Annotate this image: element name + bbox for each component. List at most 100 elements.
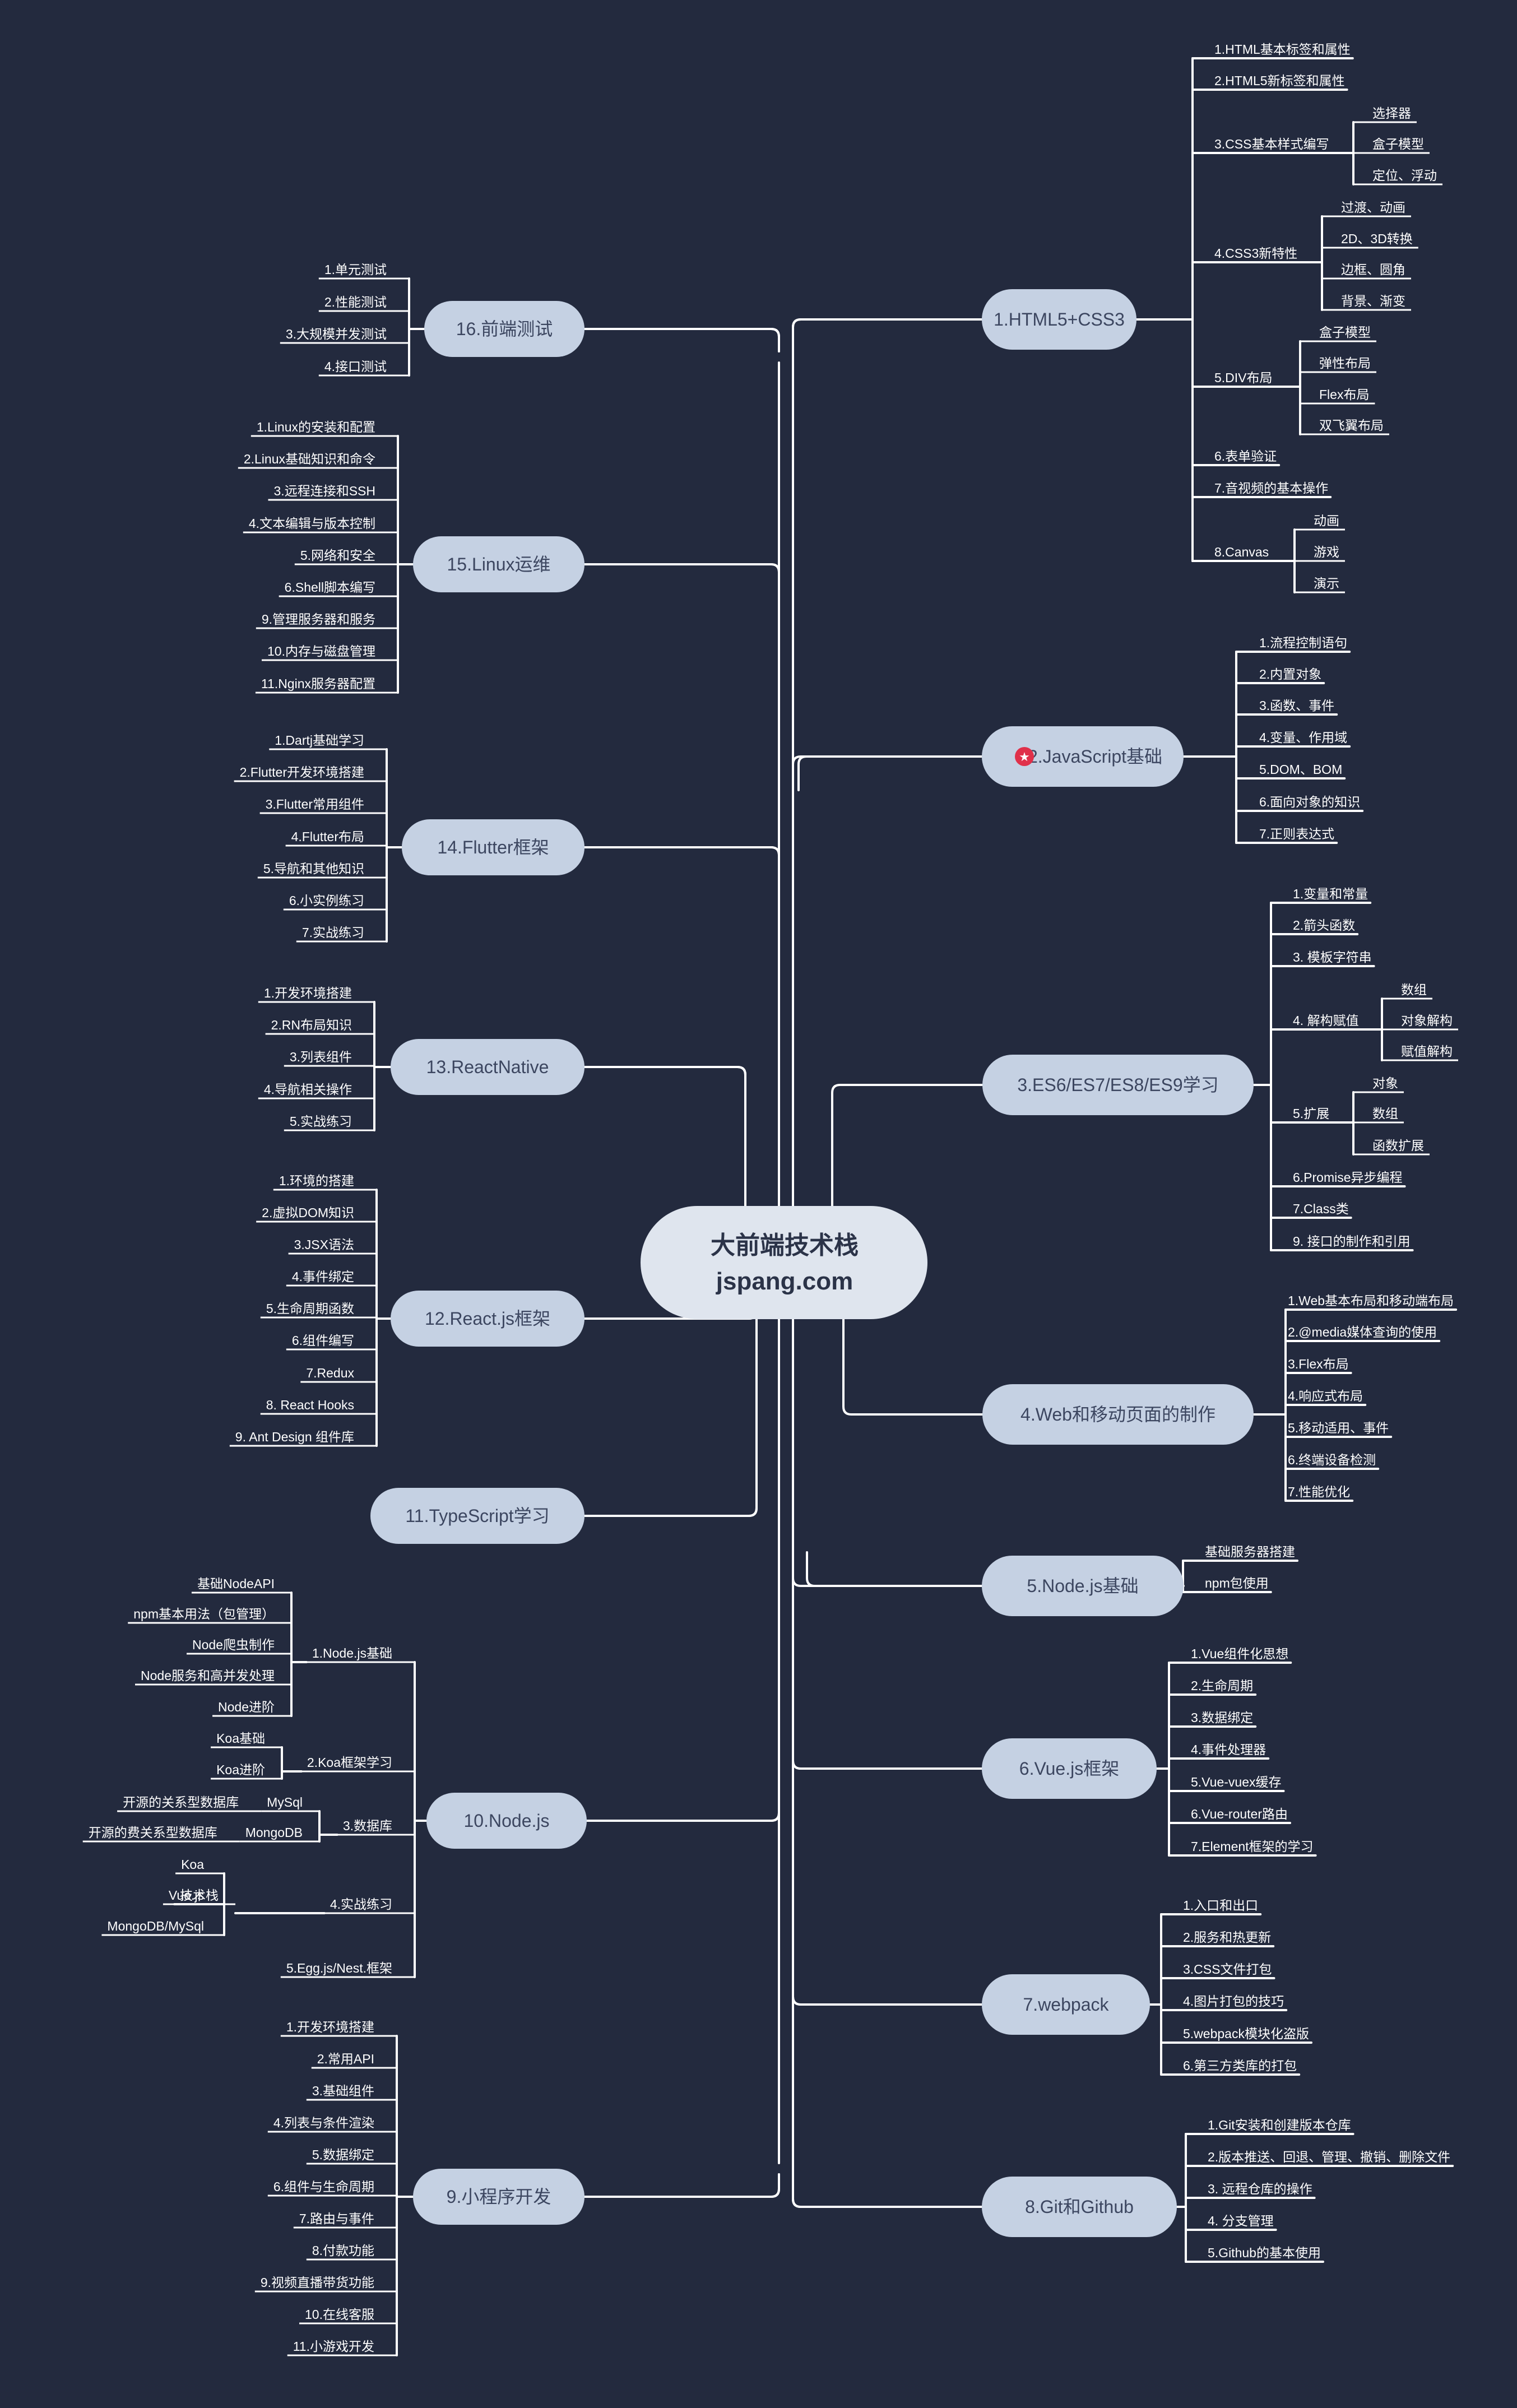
branch-web-label: 4.Web和移动页面的制作 [1020, 1404, 1216, 1425]
leaf-node: 4.导航相关操作 [264, 1082, 352, 1097]
branch-ts-pill [370, 1488, 584, 1544]
leaf-node: 5.数据绑定 [312, 2147, 374, 2162]
branch-nodebasic[interactable]: 5.Node.js基础 [982, 1556, 1184, 1616]
leaf-node: Node服务和高并发处理 [141, 1668, 275, 1683]
branch-test[interactable]: 16.前端测试 [424, 301, 584, 357]
branch-mini[interactable]: 9.小程序开发 [413, 2169, 584, 2225]
connector-line [583, 846, 780, 871]
branch-js[interactable]: 2.JavaScript基础★ [982, 726, 1184, 787]
star-badge-icon: ★ [1015, 747, 1034, 766]
branch-git[interactable]: 8.Git和Github [982, 2177, 1177, 2237]
leaf-node: 1.Git安装和创建版本仓库 [1208, 2118, 1351, 2132]
leaf-node: 1.单元测试 [324, 262, 387, 277]
branch-flutter[interactable]: 14.Flutter框架 [402, 819, 584, 875]
leaf-node: Node进阶 [218, 1700, 275, 1714]
root-pill [641, 1206, 927, 1319]
leaf-node: 4.图片打包的技巧 [1183, 1994, 1284, 2008]
leaf-node: 9.视频直播带货功能 [261, 2275, 374, 2290]
branch-web-pill [982, 1384, 1254, 1445]
leaf-node: Node爬虫制作 [192, 1637, 275, 1652]
branch-web[interactable]: 4.Web和移动页面的制作 [982, 1384, 1254, 1445]
connector-line [583, 2188, 780, 2198]
leaf-node: 4.Flutter布局 [291, 829, 364, 844]
leaf-node: MySql [267, 1795, 303, 1810]
leaf-node: 11.小游戏开发 [293, 2339, 374, 2354]
leaf-node: 2.服务和热更新 [1183, 1930, 1271, 1945]
leaf-node: 8. React Hooks [266, 1398, 354, 1412]
leaf-node: MongoDB [245, 1825, 303, 1840]
leaf-node: 2.内置对象 [1259, 667, 1321, 681]
leaf-node: 6.表单验证 [1214, 449, 1277, 463]
branch-es6[interactable]: 3.ES6/ES7/ES8/ES9学习 [982, 1055, 1254, 1115]
branch-js-label: 2.JavaScript基础 [1028, 746, 1162, 767]
connector-line [583, 1066, 746, 1076]
connector-line [792, 1970, 983, 2006]
leaf-node: 3.基础组件 [312, 2084, 374, 2098]
leaf-node: 5.扩展 [1293, 1106, 1329, 1121]
connector-line [792, 1970, 983, 2006]
leaf-node: 5.Egg.js/Nest.框架 [286, 1961, 392, 1975]
leaf-node: 3.Flutter常用组件 [266, 797, 364, 811]
leaf-node: 2.虚拟DOM知识 [262, 1205, 354, 1220]
leaf-node: 3.JSX语法 [294, 1237, 354, 1252]
connector-line [586, 1812, 780, 1822]
leaf-node: 3. 远程仓库的操作 [1208, 2182, 1312, 2196]
leaf-node: 演示 [1314, 576, 1339, 591]
leaf-node: Flex布局 [1319, 387, 1369, 402]
leaf-node: 5.Github的基本使用 [1208, 2245, 1321, 2260]
leaf-node: 盒子模型 [1319, 325, 1371, 340]
branch-js-pill [982, 726, 1184, 787]
leaf-node: 6.第三方类库的打包 [1183, 2058, 1297, 2073]
branch-vue-label: 6.Vue.js框架 [1019, 1759, 1119, 1779]
branch-mini-label: 9.小程序开发 [447, 2187, 551, 2207]
branch-es6-label: 3.ES6/ES7/ES8/ES9学习 [1017, 1075, 1218, 1095]
leaf-node: 10.在线客服 [305, 2307, 374, 2322]
leaf-node: 2.性能测试 [324, 295, 387, 309]
branch-webpack[interactable]: 7.webpack [982, 1974, 1150, 2035]
branch-ts[interactable]: 11.TypeScript学习 [370, 1488, 584, 1544]
leaf-node: Koa进阶 [216, 1762, 265, 1777]
connector-line [842, 1317, 984, 1416]
branch-nodebasic-label: 5.Node.js基础 [1027, 1576, 1138, 1596]
connector-line [792, 755, 983, 791]
branch-linux[interactable]: 15.Linux运维 [413, 536, 584, 592]
leaf-node: 9.管理服务器和服务 [262, 612, 375, 627]
branch-git-pill [982, 2177, 1177, 2237]
leaf-node: 动画 [1314, 513, 1339, 528]
leaf-node: 1.Web基本布局和移动端布局 [1288, 1293, 1454, 1308]
root-node[interactable]: 大前端技术栈 jspang.com [641, 1206, 927, 1319]
leaf-node: 7.正则表达式 [1259, 827, 1334, 841]
branch-react[interactable]: 12.React.js框架 [391, 1291, 584, 1347]
leaf-node: 基础NodeAPI [197, 1576, 275, 1591]
connector-line [583, 563, 780, 573]
branch-vue[interactable]: 6.Vue.js框架 [982, 1738, 1157, 1799]
leaf-node: npm基本用法（包管理） [133, 1607, 275, 1621]
connector-line [586, 1797, 780, 1822]
leaf-node: 2.Koa框架学习 [307, 1755, 392, 1770]
branch-html[interactable]: 1.HTML5+CSS3 [982, 289, 1136, 350]
branch-node[interactable]: 10.Node.js [426, 1793, 587, 1849]
leaf-node: 4.实战练习 [330, 1897, 392, 1911]
branch-git-label: 8.Git和Github [1025, 2197, 1134, 2217]
leaf-node: 5.网络和安全 [300, 548, 375, 563]
leaf-node: 开源的关系型数据库 [123, 1795, 239, 1810]
svg-text:★: ★ [1019, 750, 1030, 764]
leaf-node: 2.箭头函数 [1293, 918, 1355, 932]
leaf-node: 1.Linux的安装和配置 [257, 420, 375, 434]
leaf-node: 7.性能优化 [1288, 1484, 1350, 1499]
leaf-node: 4.接口测试 [324, 359, 387, 374]
branch-linux-pill [413, 536, 584, 592]
leaf-node: 9. 接口的制作和引用 [1293, 1234, 1411, 1249]
leaf-node: 2.常用API [317, 2052, 374, 2066]
leaf-node: 4.变量、作用域 [1259, 730, 1347, 745]
leaf-node: 开源的费关系型数据库 [89, 1825, 217, 1840]
branch-test-label: 16.前端测试 [456, 319, 553, 339]
connector-line [792, 1734, 983, 1770]
branch-html-pill [982, 289, 1136, 350]
branch-node-label: 10.Node.js [464, 1811, 550, 1831]
connector-line [583, 328, 780, 352]
leaf-node: 3. 模板字符串 [1293, 950, 1372, 964]
connector-line [792, 2172, 983, 2208]
branch-rn[interactable]: 13.ReactNative [391, 1039, 584, 1095]
branch-test-pill [424, 301, 584, 357]
